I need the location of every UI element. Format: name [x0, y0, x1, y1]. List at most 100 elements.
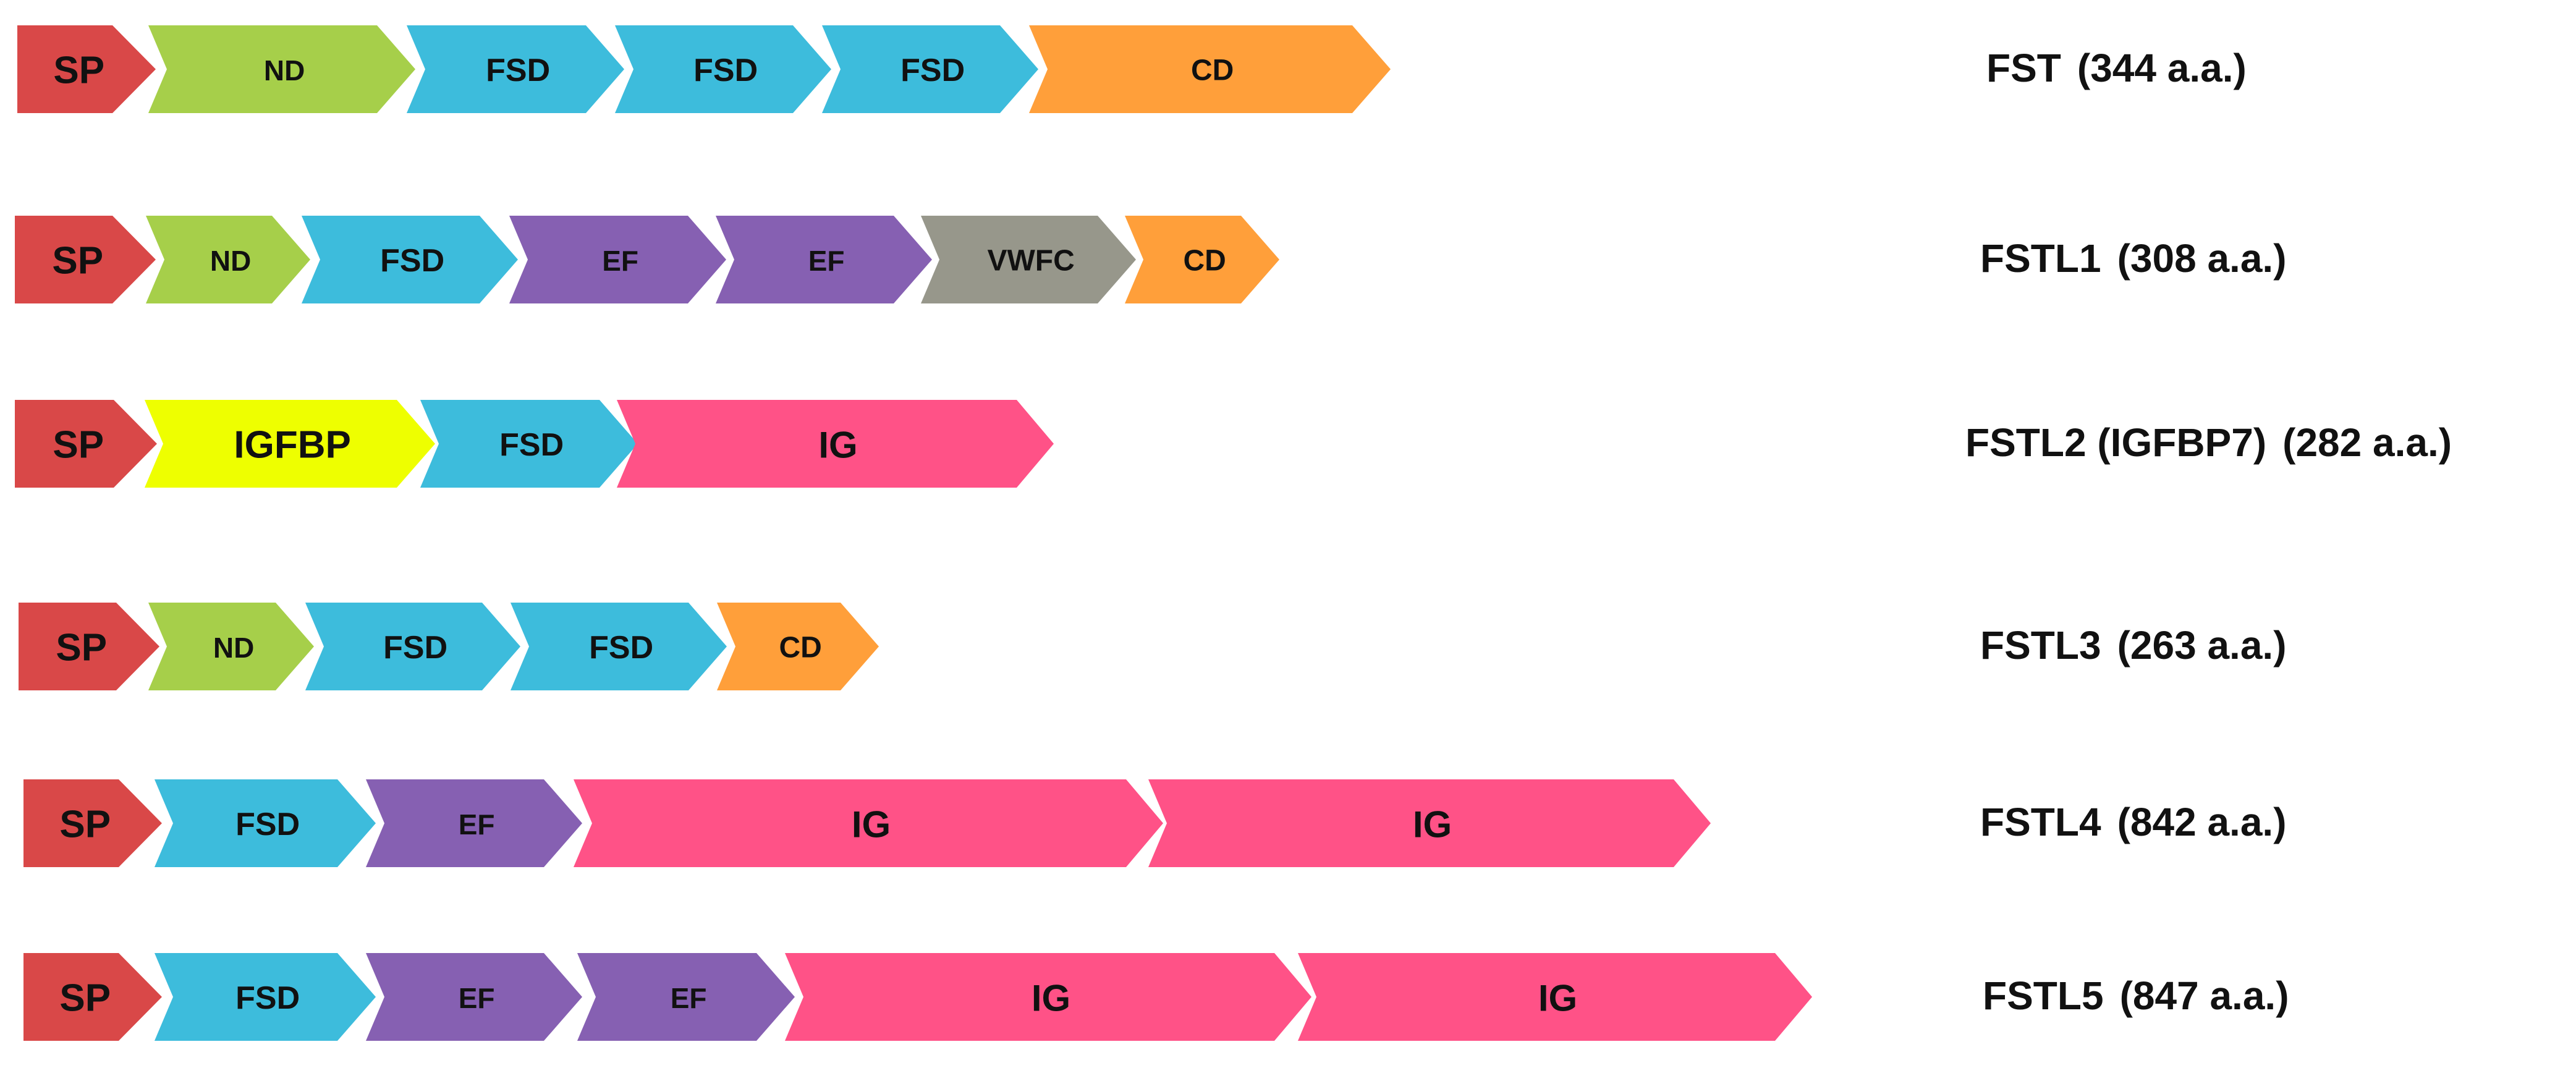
- domain-label: FSD: [383, 630, 447, 666]
- domain-shape: [717, 603, 879, 690]
- domain-label: IG: [852, 804, 891, 846]
- domain-shape: [785, 953, 1311, 1041]
- domain-label: VWFC: [987, 245, 1074, 278]
- domain-cd: CD: [1125, 216, 1279, 303]
- domain-label: IG: [1538, 978, 1577, 1019]
- protein-label: FST (344 a.a.): [1986, 48, 2247, 88]
- protein-row-fstl4: SP FSD EF IG IG: [23, 779, 1711, 867]
- domain-fsd: FSD: [302, 216, 518, 303]
- domain-label: SP: [59, 977, 111, 1020]
- domain-label: FSD: [900, 53, 965, 88]
- domain-nd: ND: [148, 603, 314, 690]
- domain-label: FSD: [235, 807, 300, 842]
- domain-shape: [15, 216, 156, 303]
- domain-shape: [155, 779, 376, 867]
- protein-row-fstl3: SP ND FSD FSD CD: [19, 603, 879, 690]
- protein-label: FSTL4(842 a.a.): [1980, 802, 2287, 842]
- domain-cd: CD: [1029, 25, 1391, 113]
- domain-label: EF: [808, 245, 845, 277]
- domain-sp: SP: [23, 953, 162, 1041]
- domain-label: FSD: [499, 427, 564, 463]
- protein-length: (263 a.a.): [2117, 623, 2287, 668]
- domain-ef: EF: [716, 216, 932, 303]
- protein-name: FSTL4: [1980, 800, 2101, 844]
- protein-length: (308 a.a.): [2117, 236, 2287, 281]
- domain-ef: EF: [366, 953, 582, 1041]
- domain-nd: ND: [148, 25, 415, 113]
- domain-label: ND: [210, 245, 251, 277]
- domain-label: FSD: [235, 980, 300, 1016]
- protein-label: FSTL2 (IGFBP7)(282 a.a.): [1965, 423, 2452, 462]
- domain-label: EF: [602, 245, 638, 277]
- domain-shape: [148, 25, 415, 113]
- domain-label: SP: [52, 240, 103, 282]
- domain-igfbp: IGFBP: [145, 400, 435, 488]
- domain-fsd: FSD: [615, 25, 831, 113]
- protein-length: (344 a.a.): [2077, 46, 2247, 90]
- domain-fsd: FSD: [822, 25, 1038, 113]
- domain-label: ND: [213, 632, 254, 664]
- protein-length: (282 a.a.): [2282, 420, 2452, 465]
- protein-row-fst: SP ND FSD FSD FSD CD: [17, 25, 1391, 113]
- domain-label: ND: [264, 54, 305, 87]
- domain-label: FSD: [589, 630, 653, 666]
- domain-shape: [155, 953, 376, 1041]
- domain-shape: [1148, 779, 1711, 867]
- domain-fsd: FSD: [420, 400, 638, 488]
- protein-label: FSTL5(847 a.a.): [1983, 976, 2289, 1015]
- protein-row-fstl1: SP ND FSD EF EF VWFC CD: [15, 216, 1279, 303]
- domain-shape: [148, 603, 314, 690]
- domain-sp: SP: [19, 603, 159, 690]
- domain-ig: IG: [785, 953, 1311, 1041]
- domain-label: FSD: [693, 53, 758, 88]
- domain-fsd: FSD: [155, 779, 376, 867]
- domain-shape: [617, 400, 1054, 488]
- domain-sp: SP: [15, 216, 156, 303]
- domain-ef: EF: [577, 953, 795, 1041]
- protein-label: FSTL3(263 a.a.): [1980, 625, 2287, 665]
- domain-label: FSD: [380, 243, 444, 279]
- domain-ig: IG: [617, 400, 1054, 488]
- domain-label: SP: [53, 424, 104, 467]
- domain-shape: [366, 953, 582, 1041]
- domain-shape: [19, 603, 159, 690]
- protein-name: FST: [1986, 46, 2061, 90]
- domain-shape: [146, 216, 310, 303]
- domain-nd: ND: [146, 216, 310, 303]
- domain-shape: [23, 779, 162, 867]
- domain-shape: [921, 216, 1136, 303]
- domain-sp: SP: [17, 25, 156, 113]
- domain-shape: [302, 216, 518, 303]
- domain-label: SP: [56, 627, 107, 669]
- domain-label: EF: [671, 982, 707, 1014]
- domain-shape: [366, 779, 582, 867]
- domain-shape: [23, 953, 162, 1041]
- domain-cd: CD: [717, 603, 879, 690]
- protein-label: FSTL1 (308 a.a.): [1980, 239, 2287, 278]
- domain-label: SP: [53, 49, 104, 92]
- domain-shape: [1029, 25, 1391, 113]
- domain-fsd: FSD: [511, 603, 727, 690]
- domain-label: SP: [59, 803, 111, 846]
- domain-shape: [420, 400, 638, 488]
- domain-label: IG: [818, 425, 857, 466]
- domain-shape: [407, 25, 624, 113]
- domain-label: FSD: [486, 53, 550, 88]
- protein-name: FSTL1: [1980, 236, 2101, 281]
- protein-name: FSTL5: [1983, 973, 2104, 1018]
- domain-ef: EF: [366, 779, 582, 867]
- domain-shape: [17, 25, 156, 113]
- domain-ig: IG: [1148, 779, 1711, 867]
- domain-shape: [716, 216, 932, 303]
- domain-fsd: FSD: [407, 25, 624, 113]
- domain-fsd: FSD: [155, 953, 376, 1041]
- protein-row-fstl2: SP IGFBP FSD IG: [15, 400, 1054, 488]
- domain-shape: [615, 25, 831, 113]
- domain-label: IG: [1032, 978, 1070, 1019]
- domain-shape: [574, 779, 1163, 867]
- domain-vwfc: VWFC: [921, 216, 1136, 303]
- domain-shape: [577, 953, 795, 1041]
- domain-shape: [15, 400, 157, 488]
- domain-shape: [305, 603, 520, 690]
